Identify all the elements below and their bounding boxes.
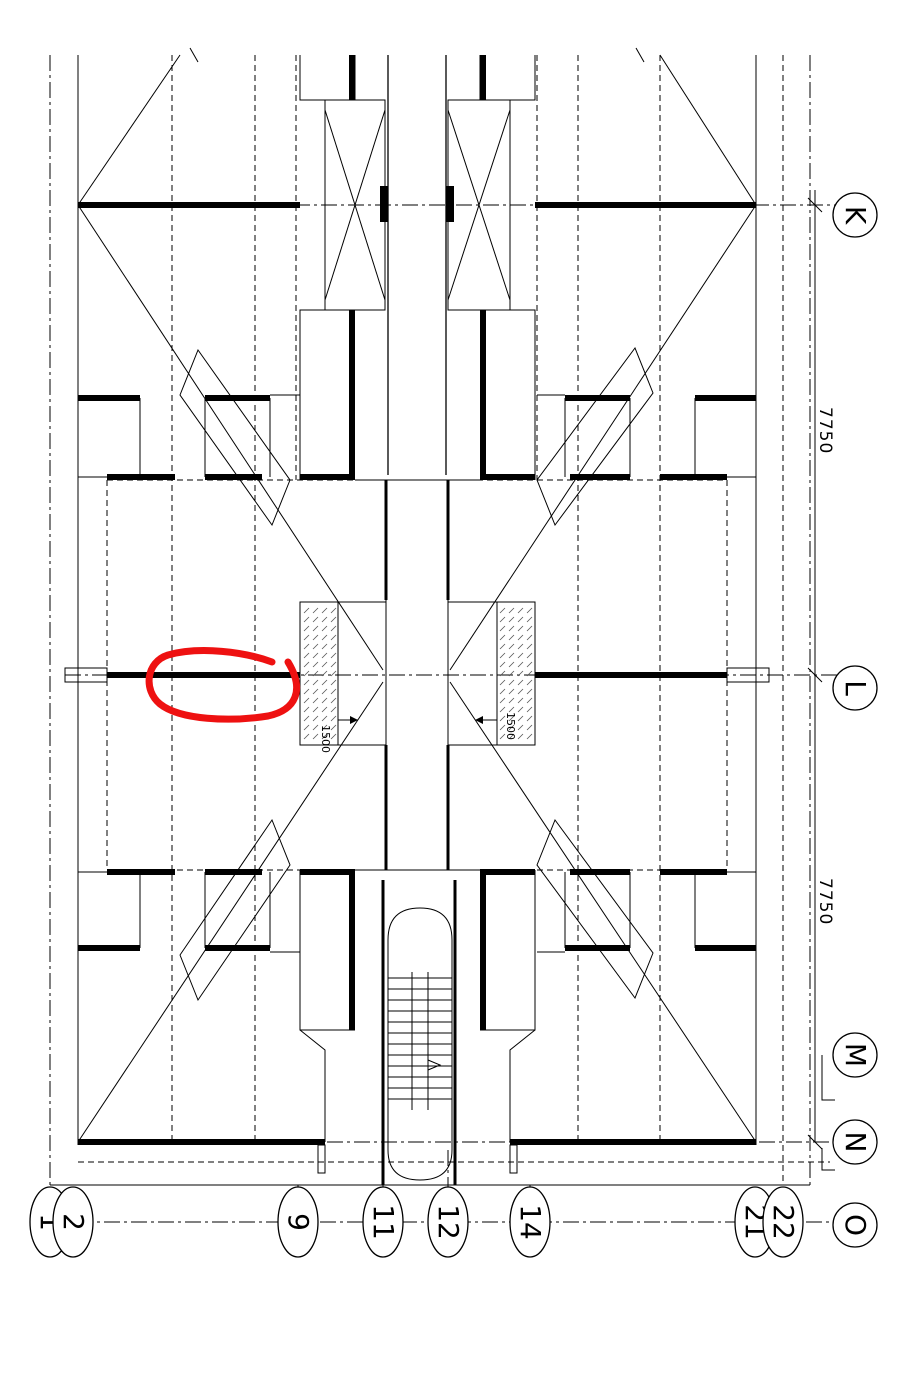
hidden-lines: [106, 55, 728, 1140]
outer-frame: [49, 55, 811, 1186]
heavy-walls: [78, 202, 756, 1145]
svg-text:M: M: [839, 1043, 872, 1067]
grid-bubble-N: N: [832, 1119, 878, 1165]
svg-text:O: O: [839, 1214, 872, 1236]
svg-text:N: N: [839, 1132, 872, 1153]
staircase: [381, 880, 457, 1185]
svg-text:K: K: [839, 206, 872, 225]
rotated-panels: [179, 346, 654, 1002]
red-markup-circle: [145, 647, 300, 723]
grid-bubble-O: O: [832, 1202, 878, 1248]
column-grid-bubbles: 1 2 9 11 12 14 21 22: [29, 1186, 804, 1258]
svg-text:L: L: [839, 680, 872, 696]
grid-bubble-9: 9: [277, 1186, 319, 1258]
svg-text:9: 9: [282, 1213, 315, 1231]
grid-bubble-22: 22: [762, 1186, 804, 1258]
svg-text:2: 2: [57, 1213, 90, 1231]
grid-bubble-L: L: [832, 665, 878, 711]
dimension-upper: 7750: [815, 407, 835, 454]
dimension-line: 7750 7750: [807, 190, 835, 1171]
svg-text:22: 22: [767, 1204, 800, 1240]
opening-tag-right: 1500: [504, 712, 517, 740]
opening-tag-left: 1500: [319, 725, 332, 753]
grid-bubble-2: 2: [52, 1186, 94, 1258]
svg-text:12: 12: [432, 1204, 465, 1240]
hatched-panels: 1500 1500: [299, 601, 536, 753]
svg-text:14: 14: [514, 1204, 547, 1240]
grid-bubble-K: K: [832, 192, 878, 238]
row-grid-bubbles: K L M N O: [832, 192, 878, 1248]
dimension-lower: 7750: [815, 878, 835, 925]
grid-bubble-M: M: [832, 1032, 878, 1078]
diagonal-lines: [77, 47, 757, 1143]
grid-bubble-11: 11: [362, 1186, 404, 1258]
shafts: [299, 55, 536, 1031]
svg-text:11: 11: [367, 1204, 400, 1240]
grid-lines: [50, 204, 840, 1223]
small-rooms: [64, 394, 770, 1174]
grid-bubble-12: 12: [427, 1186, 469, 1258]
grid-bubble-14: 14: [509, 1186, 551, 1258]
